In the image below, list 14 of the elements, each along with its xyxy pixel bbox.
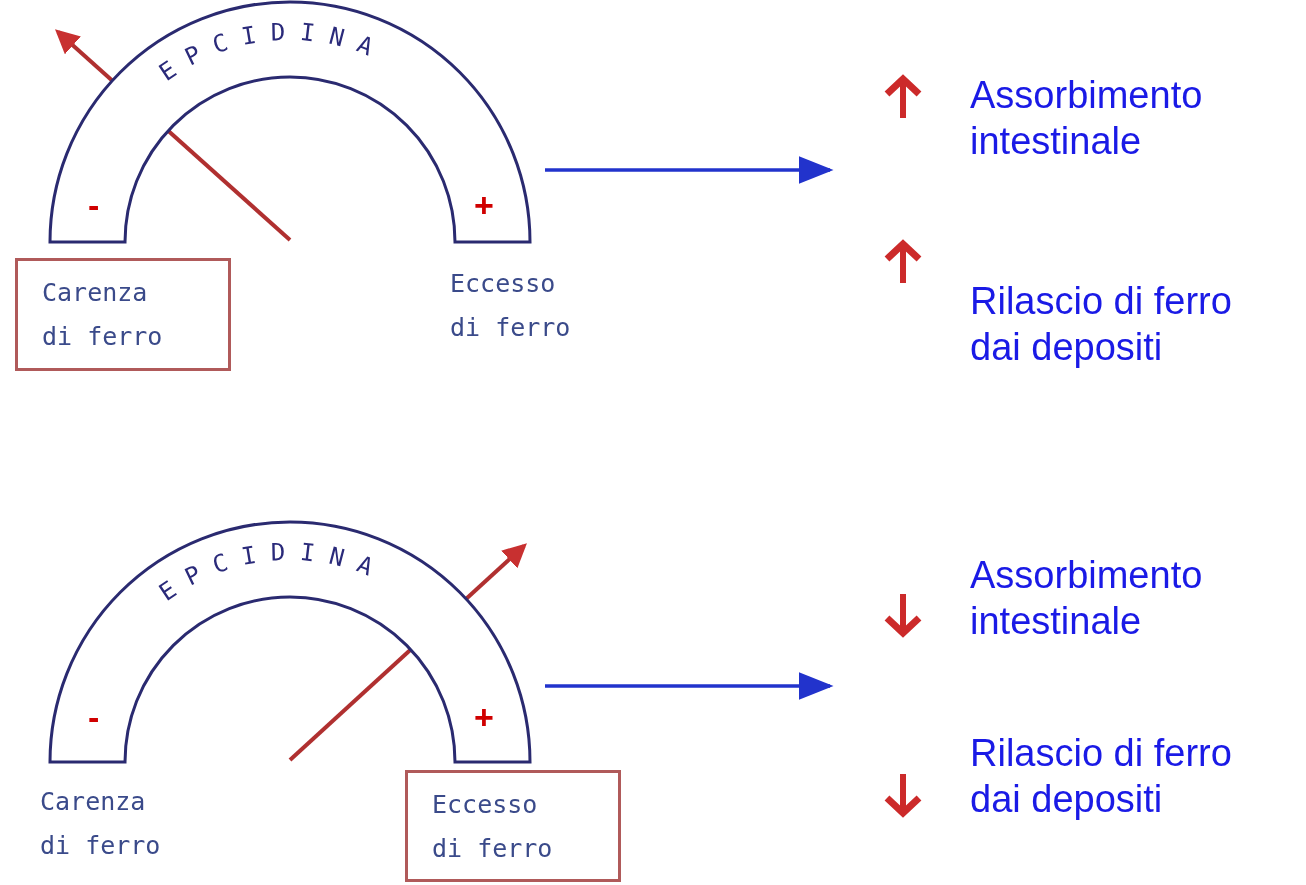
text-box: Carenza di ferro <box>15 258 231 371</box>
effect-text: Assorbimento intestinale <box>970 553 1204 644</box>
minus-sign: - <box>88 188 100 222</box>
plus-sign: + <box>474 188 494 222</box>
arrow <box>545 156 834 184</box>
effect-text: Assorbimento intestinale <box>970 73 1204 164</box>
effect-text: Rilascio di ferro dai depositi <box>970 279 1233 370</box>
text-box: Eccesso di ferro <box>405 770 621 882</box>
gauge-end-label: Eccesso di ferro <box>450 268 572 344</box>
gauge-end-label: Carenza di ferro <box>40 786 162 862</box>
effect-text: Rilascio di ferro dai depositi <box>970 731 1233 822</box>
arrow <box>545 672 834 700</box>
minus-sign: - <box>88 700 100 734</box>
plus-sign: + <box>474 700 494 734</box>
